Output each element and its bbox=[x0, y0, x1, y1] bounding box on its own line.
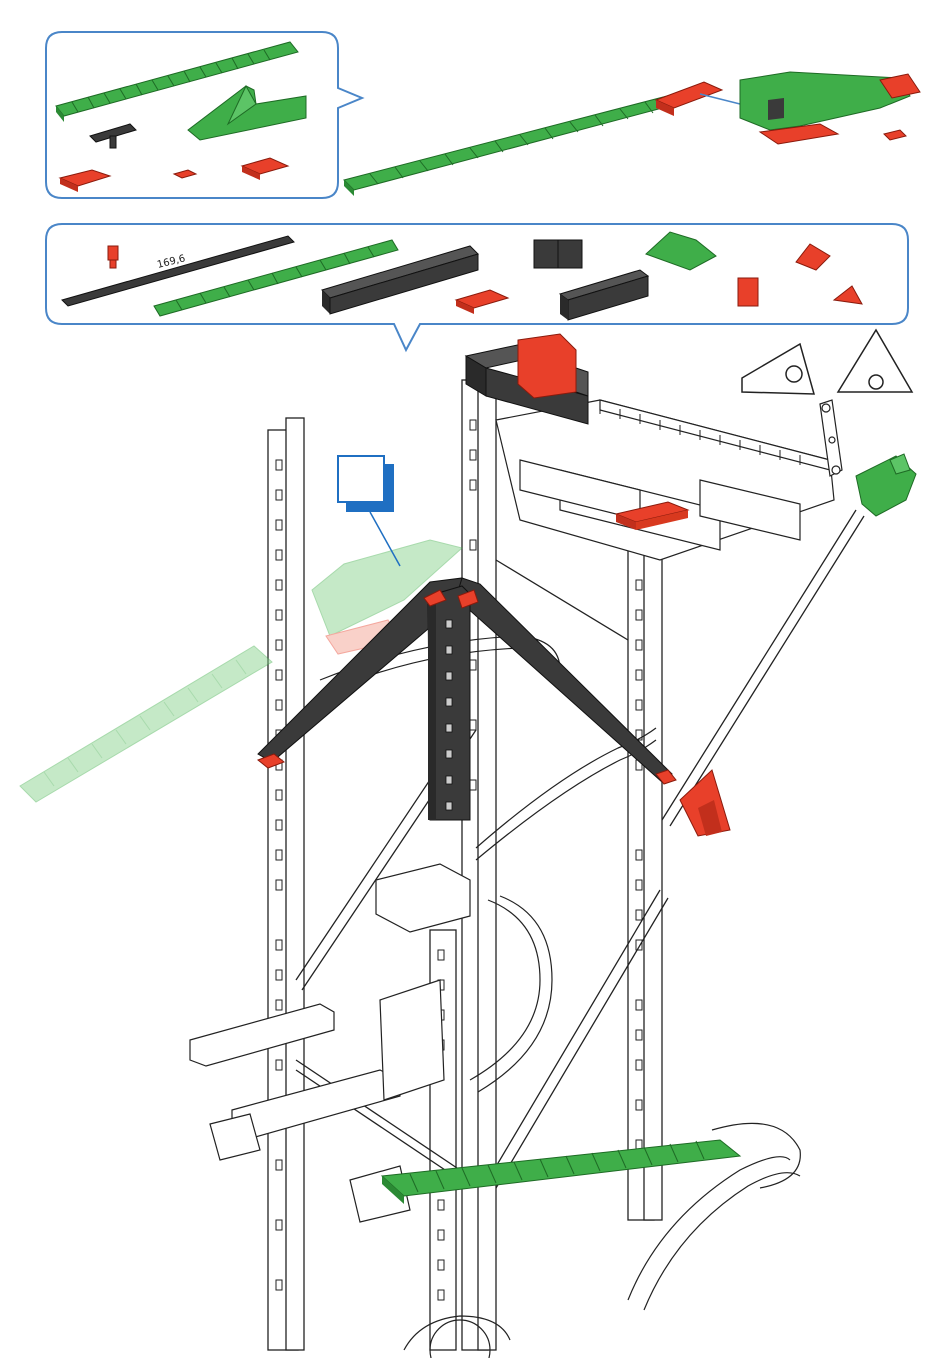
red-block-30-icon bbox=[738, 278, 758, 306]
black-double-block-icon bbox=[534, 240, 582, 268]
green-funnel-mounted bbox=[856, 454, 916, 516]
red-top-block bbox=[518, 334, 576, 398]
upper-platform bbox=[496, 400, 834, 560]
black-diagonal-struts bbox=[258, 578, 676, 820]
step-marker bbox=[338, 456, 400, 566]
red-pin-icon bbox=[108, 246, 118, 268]
green-rail-assembly bbox=[344, 72, 920, 196]
parts-callout-2: 169,6 bbox=[46, 224, 908, 350]
ghost-chute bbox=[20, 540, 462, 802]
triangle-block-outline-icon bbox=[742, 330, 912, 394]
mid-platforms bbox=[190, 864, 470, 1222]
parts-callout-1 bbox=[46, 32, 362, 198]
